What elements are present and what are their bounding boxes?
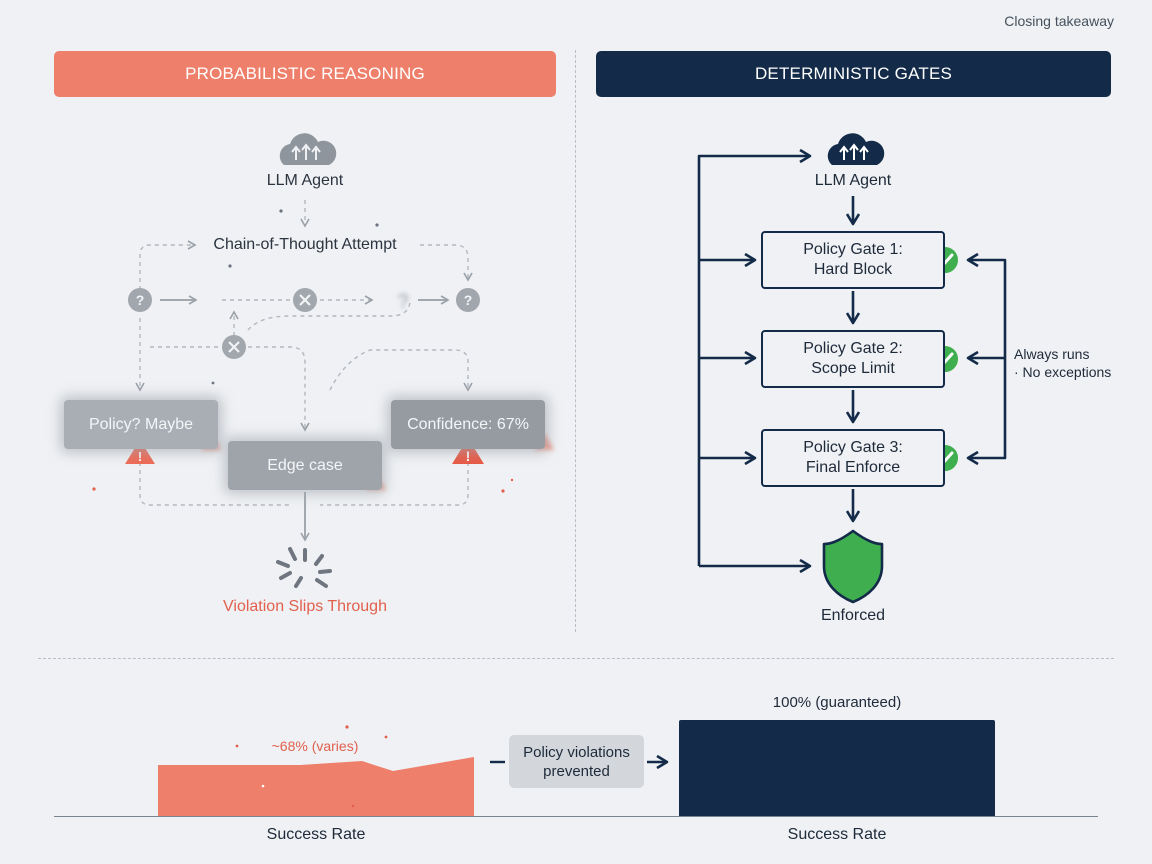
right-percentage-label: 100% (guaranteed) bbox=[772, 694, 902, 711]
scatter-dots bbox=[92, 209, 514, 493]
always-runs-line: Always runs bbox=[1014, 346, 1090, 362]
svg-text:!: ! bbox=[466, 448, 471, 464]
svg-text:?: ? bbox=[464, 292, 473, 308]
gate-3-title: Policy Gate 3: bbox=[803, 439, 903, 456]
enforced-label: Enforced bbox=[820, 607, 886, 624]
chain-of-thought-label: Chain-of-Thought Attempt bbox=[213, 236, 397, 253]
svg-text:?: ? bbox=[136, 292, 145, 308]
left-solid-arrows bbox=[160, 295, 450, 542]
question-node-right: ? bbox=[456, 288, 480, 312]
violation-outcome: Violation Slips Through bbox=[223, 598, 387, 615]
confidence-box: Confidence: 67% bbox=[391, 400, 545, 449]
shield-icon bbox=[822, 529, 884, 604]
baseline bbox=[54, 816, 1098, 817]
always-runs-note: Always runs · No exceptions bbox=[1014, 345, 1111, 381]
right-cloud-icon bbox=[827, 133, 885, 165]
warning-icon-confidence: ! bbox=[452, 438, 484, 464]
gate-1-subtitle: Hard Block bbox=[813, 261, 893, 278]
warning-icon-maybe: ! bbox=[125, 440, 155, 464]
prevented-line: prevented bbox=[543, 762, 610, 780]
gate-2-title: Policy Gate 2: bbox=[803, 340, 903, 357]
right-success-rate-label: Success Rate bbox=[787, 826, 887, 843]
gate-1-title: Policy Gate 1: bbox=[803, 241, 903, 258]
policy-violations-box: Policy violations prevented bbox=[509, 735, 644, 788]
success-bar-right bbox=[679, 720, 995, 817]
question-mark-floating: ? bbox=[397, 291, 408, 313]
policy-gate-3: Policy Gate 3: Final Enforce bbox=[761, 429, 945, 487]
svg-text:!: ! bbox=[138, 449, 142, 464]
policy-violations-line: Policy violations bbox=[523, 743, 630, 761]
gate-2-subtitle: Scope Limit bbox=[811, 360, 895, 377]
left-success-rate-label: Success Rate bbox=[266, 826, 366, 843]
policy-gate-2: Policy Gate 2: Scope Limit bbox=[761, 330, 945, 388]
x-node-middle bbox=[222, 335, 246, 359]
left-percentage-label: ~68% (varies) bbox=[271, 738, 359, 754]
gate-3-subtitle: Final Enforce bbox=[805, 459, 901, 476]
corner-tag: Closing takeaway bbox=[1004, 13, 1114, 29]
policy-gate-1: Policy Gate 1: Hard Block bbox=[761, 231, 945, 289]
deterministic-banner: DETERMINISTIC GATES bbox=[596, 51, 1111, 97]
right-agent-label: LLM Agent bbox=[814, 172, 892, 189]
burst-icon bbox=[276, 547, 332, 588]
question-node-left: ? bbox=[128, 288, 152, 312]
vertical-divider bbox=[575, 50, 576, 632]
edge-case-box: Edge case bbox=[228, 441, 382, 490]
horizontal-divider bbox=[38, 658, 1114, 659]
left-cloud-icon bbox=[279, 133, 337, 165]
no-exceptions-line: · No exceptions bbox=[1014, 364, 1112, 380]
svg-text:?: ? bbox=[397, 291, 408, 313]
left-agent-label: LLM Agent bbox=[266, 172, 344, 189]
x-node-top bbox=[293, 288, 317, 312]
policy-maybe-box: Policy? Maybe bbox=[64, 400, 218, 449]
right-flow-lines bbox=[697, 156, 1007, 566]
success-bar-left bbox=[158, 725, 474, 817]
left-flow-lines bbox=[135, 200, 473, 506]
probabilistic-banner: PROBABILISTIC REASONING bbox=[54, 51, 556, 97]
